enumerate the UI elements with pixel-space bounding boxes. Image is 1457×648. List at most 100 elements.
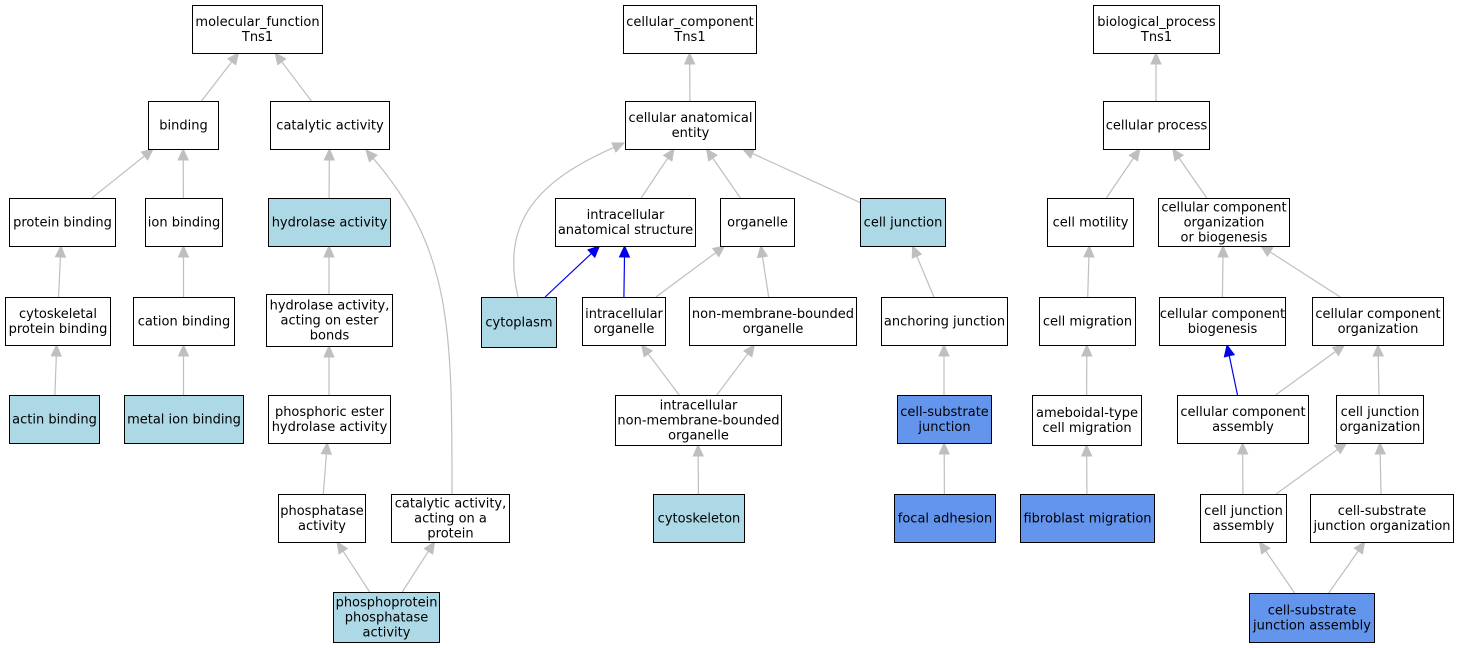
edge-arrowhead [587, 245, 601, 259]
node-label-line: cation binding [138, 315, 231, 330]
node-box [689, 297, 857, 346]
node-label-line: hydrolase activity [272, 420, 388, 435]
node-label-line: phosphatase [345, 611, 429, 626]
node-box [266, 294, 393, 347]
node-ion-binding[interactable]: ion binding [145, 198, 223, 247]
node-label-line: actin binding [12, 413, 97, 428]
edge-line [401, 550, 430, 593]
node-binding[interactable]: binding [148, 101, 219, 150]
node-label-line: cell motility [1053, 216, 1129, 231]
node-cytoplasm[interactable]: cytoplasm [481, 297, 557, 348]
node-label-line: organelle [743, 322, 804, 337]
node-metal-ion[interactable]: metal ion binding [124, 395, 244, 444]
node-cell-migration[interactable]: cell migration [1039, 297, 1136, 346]
node-label-line: entity [672, 126, 710, 141]
node-label-line: phosphoprotein [336, 596, 438, 611]
node-catalytic[interactable]: catalytic activity [270, 101, 390, 150]
node-label-line: organelle [727, 216, 788, 231]
node-box [1039, 297, 1136, 346]
edge-arrowhead [423, 540, 436, 555]
edge-arrowhead [1083, 244, 1095, 258]
node-box [881, 297, 1008, 346]
edge-catalytic_protein-to-catalytic [365, 149, 453, 495]
node-cation-binding[interactable]: cation binding [133, 297, 235, 346]
node-label-line: junction assembly [1252, 619, 1371, 634]
node-label-line: biological_process [1097, 15, 1216, 30]
node-cellular-process[interactable]: cellular process [1103, 101, 1210, 150]
node-actin-binding[interactable]: actin binding [9, 395, 100, 444]
node-cell-motility[interactable]: cell motility [1047, 198, 1134, 247]
node-organelle[interactable]: organelle [720, 198, 795, 247]
node-anchoring[interactable]: anchoring junction [881, 297, 1008, 346]
edge-arrowhead [320, 441, 333, 455]
node-box [192, 5, 323, 54]
node-box [9, 395, 100, 444]
edge-cytoskeleton-to-intra_nmb [692, 443, 704, 495]
edge-cc_assembly-to-cc_biogenesis [1223, 343, 1239, 396]
node-label-line: fibroblast migration [1023, 512, 1151, 527]
node-label-line: cytoskeleton [658, 512, 741, 527]
node-protein-binding[interactable]: protein binding [9, 198, 116, 247]
node-box [1047, 198, 1134, 247]
edge-line [1087, 256, 1090, 298]
edge-cytoskeletal_pb-to-protein_binding [54, 244, 67, 298]
edge-arrowhead [911, 244, 923, 259]
edge-intracellular_org-to-intracellular_as [618, 244, 631, 298]
edge-arrowhead [1223, 343, 1236, 358]
edge-line [712, 157, 741, 199]
node-cell-junction[interactable]: cell junction [860, 198, 946, 247]
edge-line [1328, 550, 1359, 594]
edge-phosphoric_ester-to-hydrolase_ester [323, 344, 335, 395]
edge-arrowhead [1353, 541, 1366, 555]
node-cytoskeleton[interactable]: cytoskeleton [653, 494, 745, 543]
node-fibroblast[interactable]: fibroblast migration [1020, 494, 1155, 543]
edge-line [1275, 351, 1336, 396]
edge-organelle-to-cae [705, 148, 741, 199]
node-box [133, 297, 235, 346]
edge-arrowhead [711, 245, 726, 258]
node-label-line: protein binding [13, 216, 112, 231]
node-intra-nmb[interactable]: intracellularnon-membrane-boundedorganel… [615, 395, 782, 446]
node-label-line: protein [427, 527, 473, 542]
node-label-line: intracellular [660, 399, 738, 414]
edge-line [544, 253, 592, 298]
node-box [1159, 297, 1286, 346]
edge-cation_binding-to-ion_binding [177, 244, 190, 297]
node-box [1103, 101, 1210, 150]
node-box [391, 494, 510, 543]
node-focal-adhesion[interactable]: focal adhesion [894, 494, 996, 543]
node-label-line: organization [1338, 322, 1419, 337]
node-hydrolase[interactable]: hydrolase activity [268, 198, 391, 247]
node-box [124, 395, 244, 444]
node-label-line: cellular anatomical [629, 111, 753, 126]
edge-arrowhead [618, 244, 631, 258]
edge-arrowhead [365, 149, 378, 163]
edge-hydrolase_ester-to-hydrolase [323, 244, 335, 294]
edge-arrowhead [1374, 441, 1386, 455]
edge-line [281, 61, 312, 102]
edge-cell_junction-to-cae [741, 148, 861, 204]
